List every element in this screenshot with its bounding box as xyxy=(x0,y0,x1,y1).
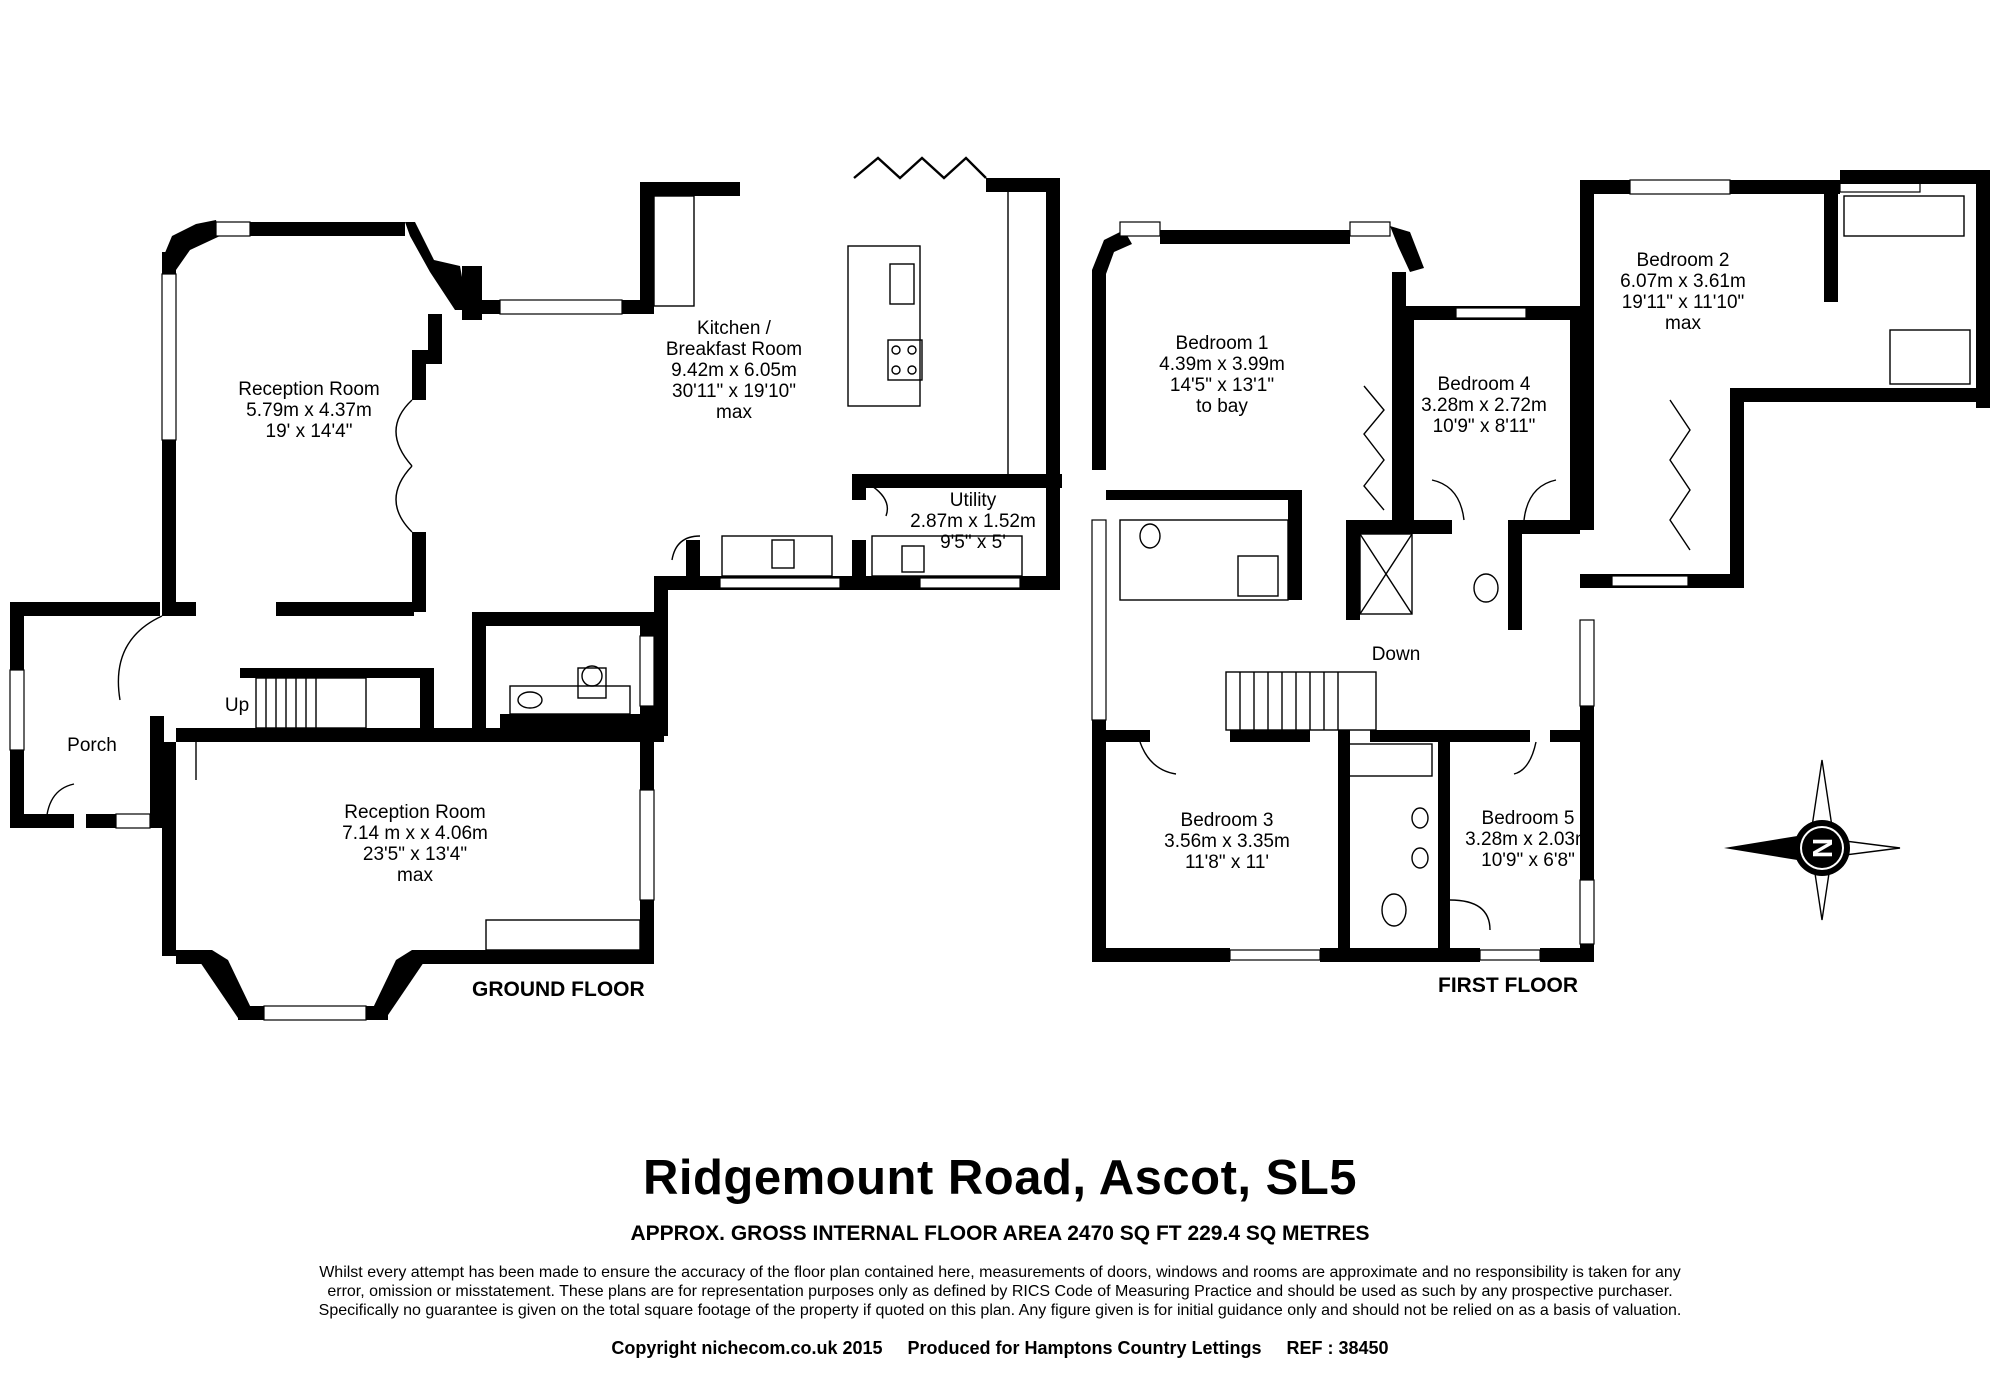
bedroom-5-label-line: 10'9" x 6'8" xyxy=(1481,850,1575,871)
bedroom-1-label-line: Bedroom 1 xyxy=(1176,333,1269,354)
bedroom-3-label-line: 11'8" x 11' xyxy=(1185,852,1269,873)
bedroom-1-label-line: 14'5" x 13'1" xyxy=(1170,375,1274,396)
utility-label-line: 2.87m x 1.52m xyxy=(910,511,1036,532)
bedroom-2-label-line: 6.07m x 3.61m xyxy=(1620,271,1746,292)
bedroom-2-label-line: Bedroom 2 xyxy=(1637,250,1730,271)
kitchen-walls xyxy=(654,156,1062,736)
bedroom-4-label-line: 10'9" x 8'11" xyxy=(1433,416,1536,437)
porch-label-line: Porch xyxy=(67,735,117,756)
stairs-down-label: Down xyxy=(1372,644,1421,665)
bedroom-2-label-line: 19'11" x 11'10" xyxy=(1622,292,1745,313)
bedroom-2-walls xyxy=(1580,170,1990,588)
reception-2-label-line: Reception Room xyxy=(344,802,486,823)
reception-2-label-line: max xyxy=(397,865,433,886)
utility-label-line: Utility xyxy=(950,490,997,511)
ground-floor-label: GROUND FLOOR xyxy=(472,978,645,1001)
kitchen-label-line: Kitchen / xyxy=(697,318,772,339)
bedroom-5-label-line: 3.28m x 2.03m xyxy=(1465,829,1591,850)
disclaimer-line: Whilst every attempt has been made to en… xyxy=(319,1264,1681,1281)
stairs-up xyxy=(255,677,367,729)
disclaimer: Whilst every attempt has been made to en… xyxy=(0,1263,2000,1320)
reception-2-label-line: 23'5" x 13'4" xyxy=(363,844,467,865)
disclaimer-line: Specifically no guarantee is given on th… xyxy=(318,1302,1682,1319)
landing-and-lower-bedrooms xyxy=(1106,619,1595,962)
reception-1-label-line: Reception Room xyxy=(238,379,380,400)
compass-letter: N xyxy=(1807,838,1838,858)
floor-area-summary: APPROX. GROSS INTERNAL FLOOR AREA 2470 S… xyxy=(630,1222,1370,1245)
kitchen-label-line: Breakfast Room xyxy=(666,339,802,360)
bedroom-1-label-line: 4.39m x 3.99m xyxy=(1159,354,1285,375)
utility-label-line: 9'5" x 5' xyxy=(940,532,1006,553)
bedroom-4-walls xyxy=(1346,306,1586,630)
reception-room-2-walls xyxy=(162,728,664,1021)
kitchen-label-line: 30'11" x 19'10" xyxy=(672,381,796,402)
property-title: Ridgemount Road, Ascot, SL5 xyxy=(642,1151,1358,1205)
stairs-up-label: Up xyxy=(225,695,249,716)
bedroom-5-label-line: Bedroom 5 xyxy=(1482,808,1575,829)
reception-1-label-line: 5.79m x 4.37m xyxy=(246,400,372,421)
copyright-line: Copyright nichecom.co.uk 2015 Produced f… xyxy=(611,1338,1389,1358)
reception-1-label-line: 19' x 14'4" xyxy=(266,421,353,442)
bedroom-1-walls xyxy=(1091,221,1424,962)
first-floor-label: FIRST FLOOR xyxy=(1438,974,1578,997)
reception-room-1-walls xyxy=(161,182,740,616)
bedroom-1-label-line: to bay xyxy=(1196,396,1248,417)
bedroom-3-label-line: 3.56m x 3.35m xyxy=(1164,831,1290,852)
kitchen-label-line: 9.42m x 6.05m xyxy=(671,360,797,381)
bedroom-4-label-line: 3.28m x 2.72m xyxy=(1421,395,1547,416)
ground-floor-plan xyxy=(9,156,1062,1021)
disclaimer-line: error, omission or misstatement. These p… xyxy=(327,1283,1673,1300)
reception-2-label-line: 7.14 m x x 4.06m xyxy=(342,823,488,844)
stairs-down xyxy=(1225,671,1377,731)
porch-label: Porch xyxy=(67,735,117,756)
hall-walls xyxy=(9,602,655,829)
kitchen-label-line: max xyxy=(716,402,752,423)
bedroom-3-label-line: Bedroom 3 xyxy=(1181,810,1274,831)
bedroom-2-label-line: max xyxy=(1665,313,1701,334)
bedroom-4-label-line: Bedroom 4 xyxy=(1438,374,1531,395)
compass-rose-icon: N xyxy=(1724,759,1901,921)
first-floor-plan xyxy=(1091,170,1990,962)
